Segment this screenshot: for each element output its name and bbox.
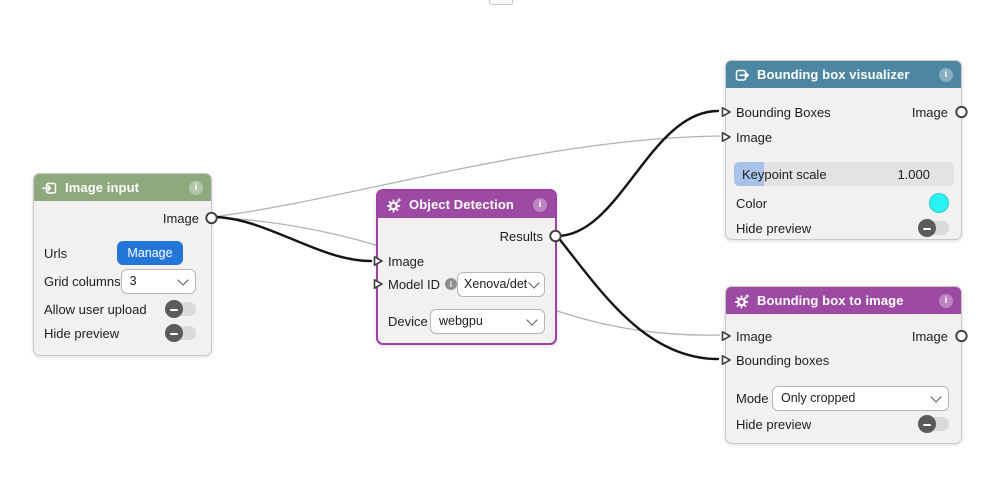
image-output-port[interactable] (204, 211, 219, 226)
export-icon (734, 67, 750, 83)
hide-preview-toggle[interactable] (165, 324, 196, 342)
field-label-grid-columns: Grid columns (44, 273, 121, 289)
node-bbox-visualizer[interactable]: Bounding box visualizer i Bounding Boxes… (721, 60, 968, 240)
model-id-value: Xenova/det (464, 277, 528, 291)
results-output-port[interactable] (548, 229, 563, 244)
grid-columns-select[interactable]: 3 (120, 268, 196, 294)
info-icon[interactable]: i (939, 293, 953, 308)
node-header[interactable]: Bounding box to image i (726, 287, 961, 314)
allow-user-upload-toggle[interactable] (165, 300, 196, 318)
info-icon[interactable]: i (189, 180, 203, 195)
node-header[interactable]: Bounding box visualizer i (726, 61, 961, 88)
node-bbox-to-image[interactable]: Bounding box to image i Image Image Boun… (721, 286, 968, 444)
keypoint-scale-value: 1.000 (897, 166, 930, 182)
toolbar-button-fragment[interactable] (489, 0, 513, 5)
color-swatch[interactable] (929, 193, 949, 213)
port-label-image-output: Image (162, 210, 199, 226)
port-label-bounding-boxes-input: Bounding Boxes (736, 104, 831, 120)
image-input-port[interactable] (719, 329, 733, 343)
field-label-device: Device (388, 313, 428, 329)
port-label-image-input: Image (388, 253, 425, 269)
device-select[interactable]: webgpu (430, 308, 545, 334)
chevron-down-icon (528, 276, 540, 289)
port-label-model-id: Model ID (388, 276, 441, 292)
gear-sparkle-icon (386, 197, 402, 213)
edge-imageinput-to-visualizer (211, 135, 721, 218)
field-label-color: Color (736, 195, 768, 211)
bounding-boxes-input-port[interactable] (719, 353, 733, 367)
field-label-allow-user-upload: Allow user upload (44, 301, 147, 317)
device-value: webgpu (439, 314, 483, 328)
field-label-urls: Urls (44, 245, 68, 261)
port-label-image-output: Image (911, 328, 948, 344)
import-icon (42, 180, 58, 196)
model-id-select[interactable]: Xenova/det (457, 271, 545, 297)
node-header[interactable]: Image input i (34, 174, 211, 201)
port-label-image-input: Image (736, 328, 773, 344)
field-label-hide-preview: Hide preview (736, 416, 812, 432)
model-id-info-icon[interactable]: i (445, 278, 458, 290)
port-label-results-output: Results (499, 228, 543, 244)
info-icon[interactable]: i (939, 67, 953, 82)
hide-preview-toggle[interactable] (918, 415, 949, 433)
edge-imageinput-to-objectdetection (210, 215, 373, 263)
image-input-port[interactable] (719, 130, 733, 144)
port-label-bounding-boxes-input: Bounding boxes (736, 352, 830, 368)
node-title: Image input (65, 180, 140, 195)
mode-value: Only cropped (781, 391, 856, 405)
field-label-keypoint-scale: Keypoint scale (742, 166, 827, 182)
image-output-port[interactable] (954, 329, 969, 344)
port-label-image-input: Image (736, 129, 773, 145)
node-image-input[interactable]: Image input i Image Urls Manage Grid col… (33, 173, 218, 356)
grid-columns-value: 3 (129, 274, 137, 288)
chevron-down-icon (526, 313, 538, 326)
field-label-mode: Mode (736, 390, 769, 406)
info-icon[interactable]: i (533, 197, 547, 212)
node-title: Object Detection (409, 197, 514, 212)
gear-sparkle-icon (734, 293, 750, 309)
port-label-image-output: Image (911, 104, 948, 120)
bounding-boxes-input-port[interactable] (719, 105, 733, 119)
manage-button[interactable]: Manage (117, 241, 183, 265)
hide-preview-toggle[interactable] (918, 219, 949, 237)
keypoint-scale-slider[interactable]: Keypoint scale 1.000 (734, 162, 954, 186)
keypoint-scale-fill (734, 162, 764, 186)
edge-results-to-bboxtoimage (555, 234, 720, 361)
field-label-hide-preview: Hide preview (44, 325, 120, 341)
edge-results-to-visualizer (555, 109, 720, 238)
model-id-input-port[interactable] (371, 277, 385, 291)
chevron-down-icon (177, 273, 189, 286)
node-title: Bounding box visualizer (757, 67, 910, 82)
image-input-port[interactable] (371, 254, 385, 268)
mode-select[interactable]: Only cropped (772, 385, 949, 411)
field-label-hide-preview: Hide preview (736, 220, 812, 236)
image-output-port[interactable] (954, 105, 969, 120)
node-object-detection[interactable]: Object Detection i Results Image Model I… (373, 189, 562, 345)
node-header[interactable]: Object Detection i (378, 191, 555, 218)
chevron-down-icon (930, 390, 942, 403)
node-title: Bounding box to image (757, 293, 904, 308)
